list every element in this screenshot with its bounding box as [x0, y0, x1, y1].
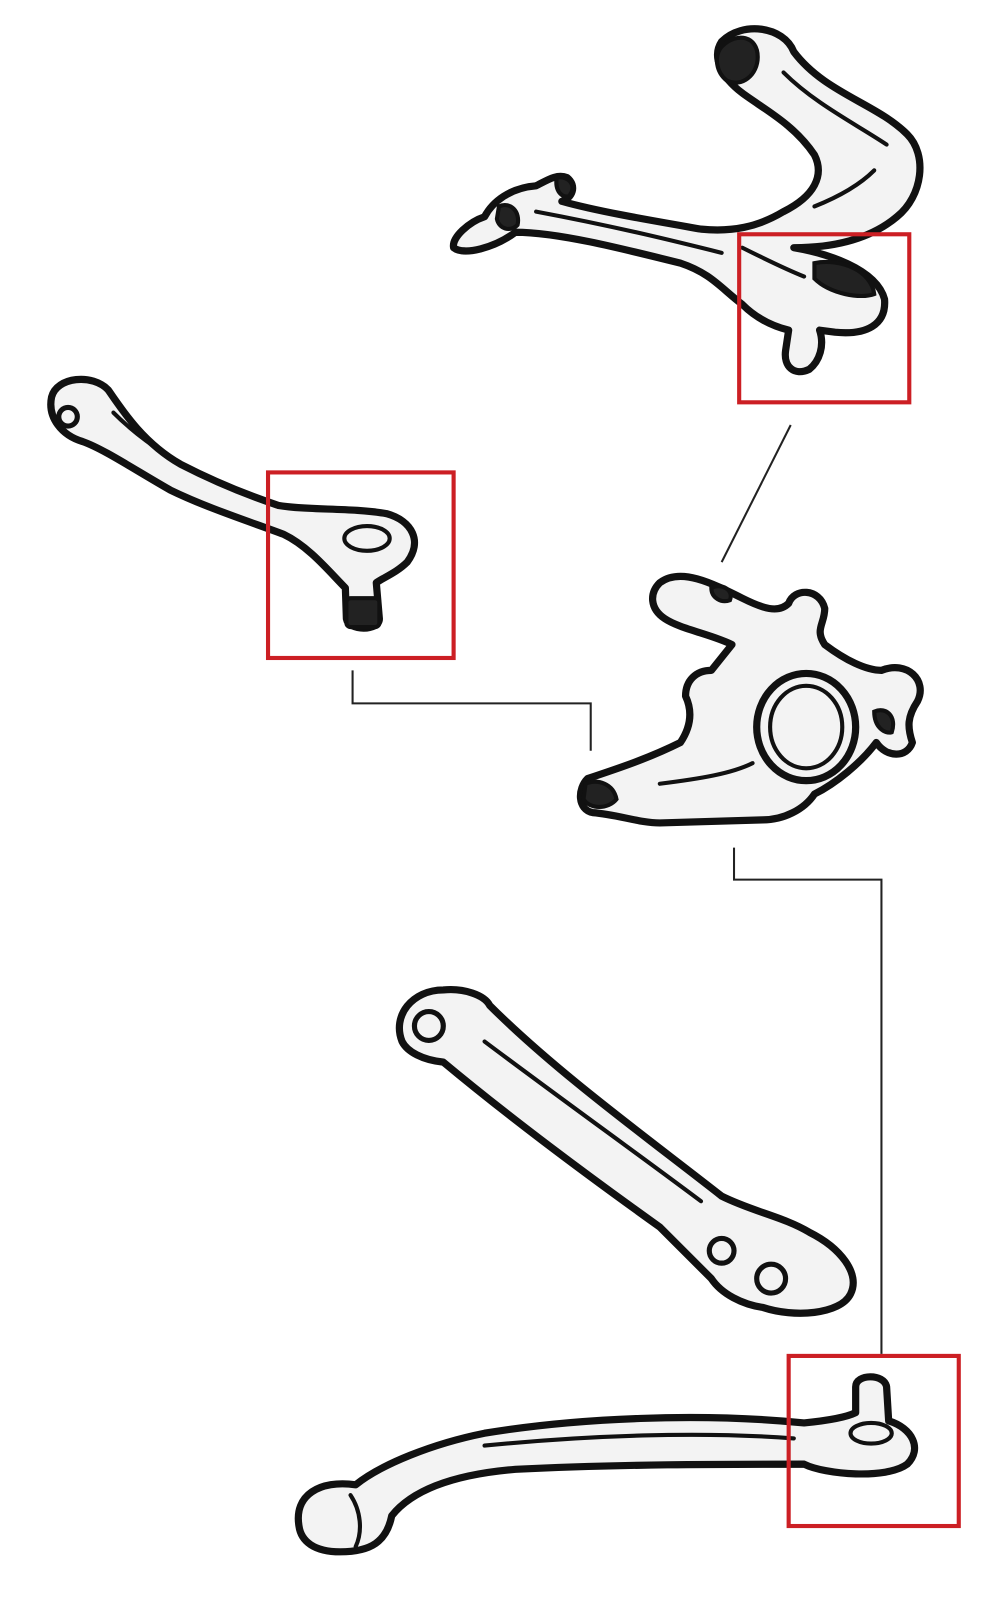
lower-control-arm — [294, 1373, 919, 1556]
highlight-box-upper-ball-joint — [737, 232, 912, 405]
upper-control-arm — [449, 25, 924, 376]
left-control-arm — [47, 375, 419, 632]
leader-line-lower — [732, 847, 883, 1354]
highlight-box-left-ball-joint — [265, 470, 456, 661]
steering-knuckle — [576, 572, 924, 827]
leader-line-upper — [720, 424, 792, 563]
straight-link — [395, 985, 857, 1317]
highlight-box-lower-ball-joint — [786, 1353, 961, 1529]
leader-line-left — [351, 670, 592, 751]
